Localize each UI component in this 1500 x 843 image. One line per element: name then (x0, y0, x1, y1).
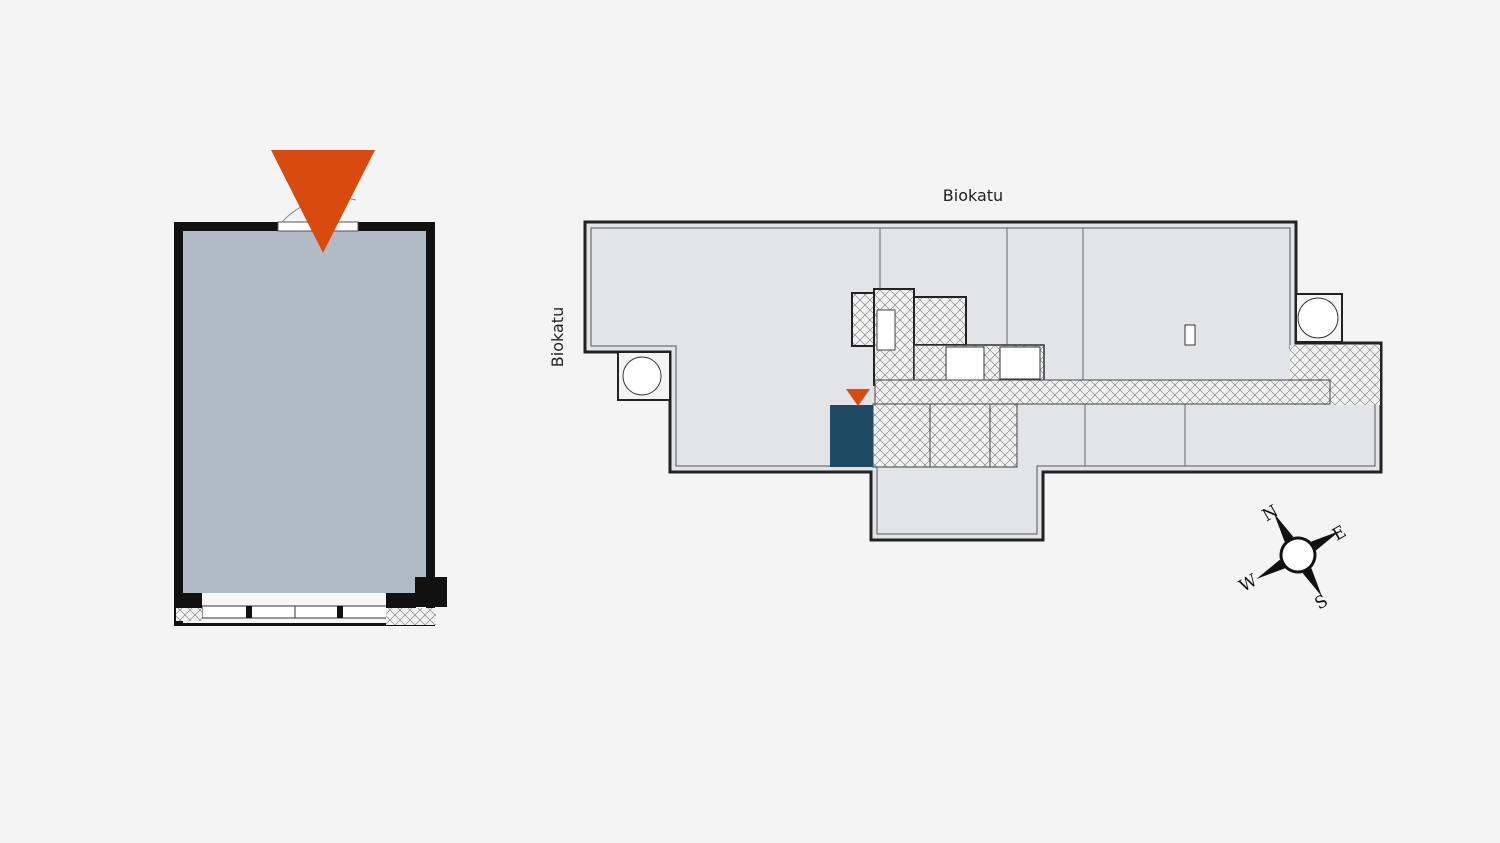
compass-s: S (1311, 591, 1331, 614)
building-floor-plan (583, 220, 1383, 542)
compass-icon (1256, 513, 1340, 597)
unit-location-marker-icon (846, 389, 870, 406)
compass-e: E (1329, 522, 1350, 546)
shaft-block (415, 577, 447, 607)
street-label-west: Biokatu (548, 307, 567, 367)
street-label-north: Biokatu (943, 186, 1003, 205)
selected-unit[interactable] (830, 405, 873, 467)
unit-room (183, 231, 426, 593)
compass-w: W (1236, 570, 1262, 596)
unit-detail-plan (174, 150, 447, 626)
entrance-marker-icon (271, 150, 375, 253)
